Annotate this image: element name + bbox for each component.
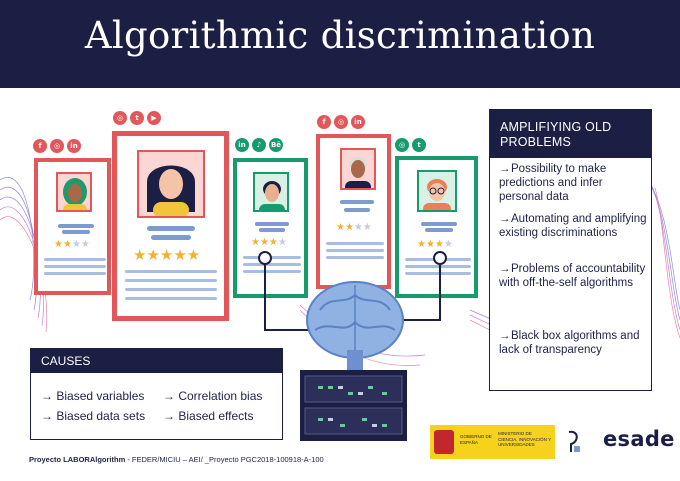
linkedin-icon: in <box>235 138 249 152</box>
facebook-icon: f <box>33 139 47 153</box>
text-line <box>243 270 301 273</box>
text-line <box>326 242 384 245</box>
man-avatar-icon <box>417 170 457 212</box>
subtitle-bar <box>425 228 453 232</box>
text-line <box>44 258 106 261</box>
coat-of-arms-icon <box>434 430 454 454</box>
name-bar <box>147 226 195 231</box>
causes-panel: CAUSES → Biased variables → Correlation … <box>30 348 283 440</box>
esade-logo: esade <box>603 427 675 451</box>
brain-network-illustration <box>258 251 447 372</box>
behance-icon: Bē <box>269 138 283 152</box>
text-line <box>243 263 301 266</box>
agencia-logo <box>567 428 581 454</box>
woman-avatar-icon <box>137 150 205 218</box>
name-bar <box>340 200 374 204</box>
amplifying-panel: AMPLIFIYING OLD PROBLEMS →Possibility to… <box>489 109 652 391</box>
project-credit: Proyecto LABORAlgorithm - FEDER/MICIU – … <box>29 455 324 464</box>
instagram-icon: ◎ <box>334 115 348 129</box>
card1-social-icons: f ◎ in <box>33 139 81 153</box>
instagram-icon: ◎ <box>50 139 64 153</box>
amplifying-item: →Black box algorithms and lack of transp… <box>499 330 640 356</box>
rating-stars: ★★★★ <box>336 222 372 233</box>
profile-card-3: ★★★★ <box>233 158 308 298</box>
text-line <box>125 297 217 300</box>
amplifying-heading: AMPLIFIYING OLD PROBLEMS <box>490 110 651 158</box>
text-line <box>326 249 384 252</box>
arrow-icon: → <box>163 409 179 423</box>
text-line <box>44 265 106 268</box>
linkedin-icon: in <box>351 115 365 129</box>
rating-stars: ★★★★★ <box>133 246 201 264</box>
text-line <box>243 256 301 259</box>
subtitle-bar <box>259 228 285 232</box>
twitter-icon: t <box>412 138 426 152</box>
text-line <box>326 256 384 259</box>
text-line <box>44 272 106 275</box>
instagram-icon: ◎ <box>395 138 409 152</box>
tiktok-icon: ♪ <box>252 138 266 152</box>
text-line <box>125 279 217 282</box>
card3-social-icons: in ♪ Bē <box>235 138 283 152</box>
causes-heading: CAUSES <box>31 349 282 373</box>
name-bar <box>255 222 289 226</box>
arrow-icon: → <box>499 163 511 175</box>
card2-social-icons: ◎ t ▶ <box>113 111 161 125</box>
youtube-icon: ▶ <box>147 111 161 125</box>
card5-social-icons: ◎ t <box>395 138 426 152</box>
arrow-icon: → <box>163 389 179 403</box>
text-line <box>125 288 217 291</box>
text-line <box>405 272 471 275</box>
arrow-icon: → <box>41 389 57 403</box>
rating-stars: ★★★★ <box>417 239 453 250</box>
subtitle-bar <box>62 230 90 234</box>
woman-avatar-icon <box>56 172 92 212</box>
man-avatar-icon <box>340 148 376 190</box>
card4-social-icons: f ◎ in <box>317 115 365 129</box>
text-line <box>405 265 471 268</box>
header-banner: Algorithmic discrimination <box>0 0 680 88</box>
arrow-icon: → <box>499 263 511 275</box>
ministerio-label: MINISTERIO DE CIENCIA, INNOVACIÓN Y UNIV… <box>498 431 552 447</box>
instagram-icon: ◎ <box>113 111 127 125</box>
name-bar <box>58 224 94 228</box>
page-title: Algorithmic discrimination <box>84 14 596 57</box>
cause-item: → Biased data sets <box>41 409 146 423</box>
profile-card-2: ★★★★★ <box>112 131 229 321</box>
name-bar <box>421 222 457 226</box>
amplifying-item: →Possibility to make predictions and inf… <box>499 163 607 203</box>
rating-stars: ★★★★ <box>251 237 287 248</box>
server-icon <box>300 370 407 441</box>
arrow-icon: → <box>499 330 511 342</box>
profile-card-5: ★★★★ <box>395 156 478 298</box>
cause-item: → Biased effects <box>163 409 254 423</box>
brain-icon <box>306 281 404 372</box>
subtitle-bar <box>344 208 370 212</box>
twitter-icon: t <box>130 111 144 125</box>
gobierno-logo: GOBIERNO DE ESPAÑA MINISTERIO DE CIENCIA… <box>430 425 555 459</box>
cause-item: → Correlation bias <box>163 389 263 403</box>
facebook-icon: f <box>317 115 331 129</box>
arrow-icon: → <box>41 409 57 423</box>
linkedin-icon: in <box>67 139 81 153</box>
amplifying-item: →Automating and amplifying existing disc… <box>499 213 647 239</box>
cause-item: → Biased variables <box>41 389 145 403</box>
rating-stars: ★★★★ <box>54 239 90 250</box>
profile-card-1: ★★★★ <box>34 158 111 295</box>
arrow-icon: → <box>499 213 511 225</box>
profile-card-4: ★★★★ <box>316 134 391 289</box>
gobierno-label: GOBIERNO DE ESPAÑA <box>460 434 492 445</box>
amplifying-item: →Problems of accountability with off-the… <box>499 263 646 289</box>
man-avatar-icon <box>253 172 289 212</box>
text-line <box>125 270 217 273</box>
subtitle-bar <box>151 235 191 240</box>
